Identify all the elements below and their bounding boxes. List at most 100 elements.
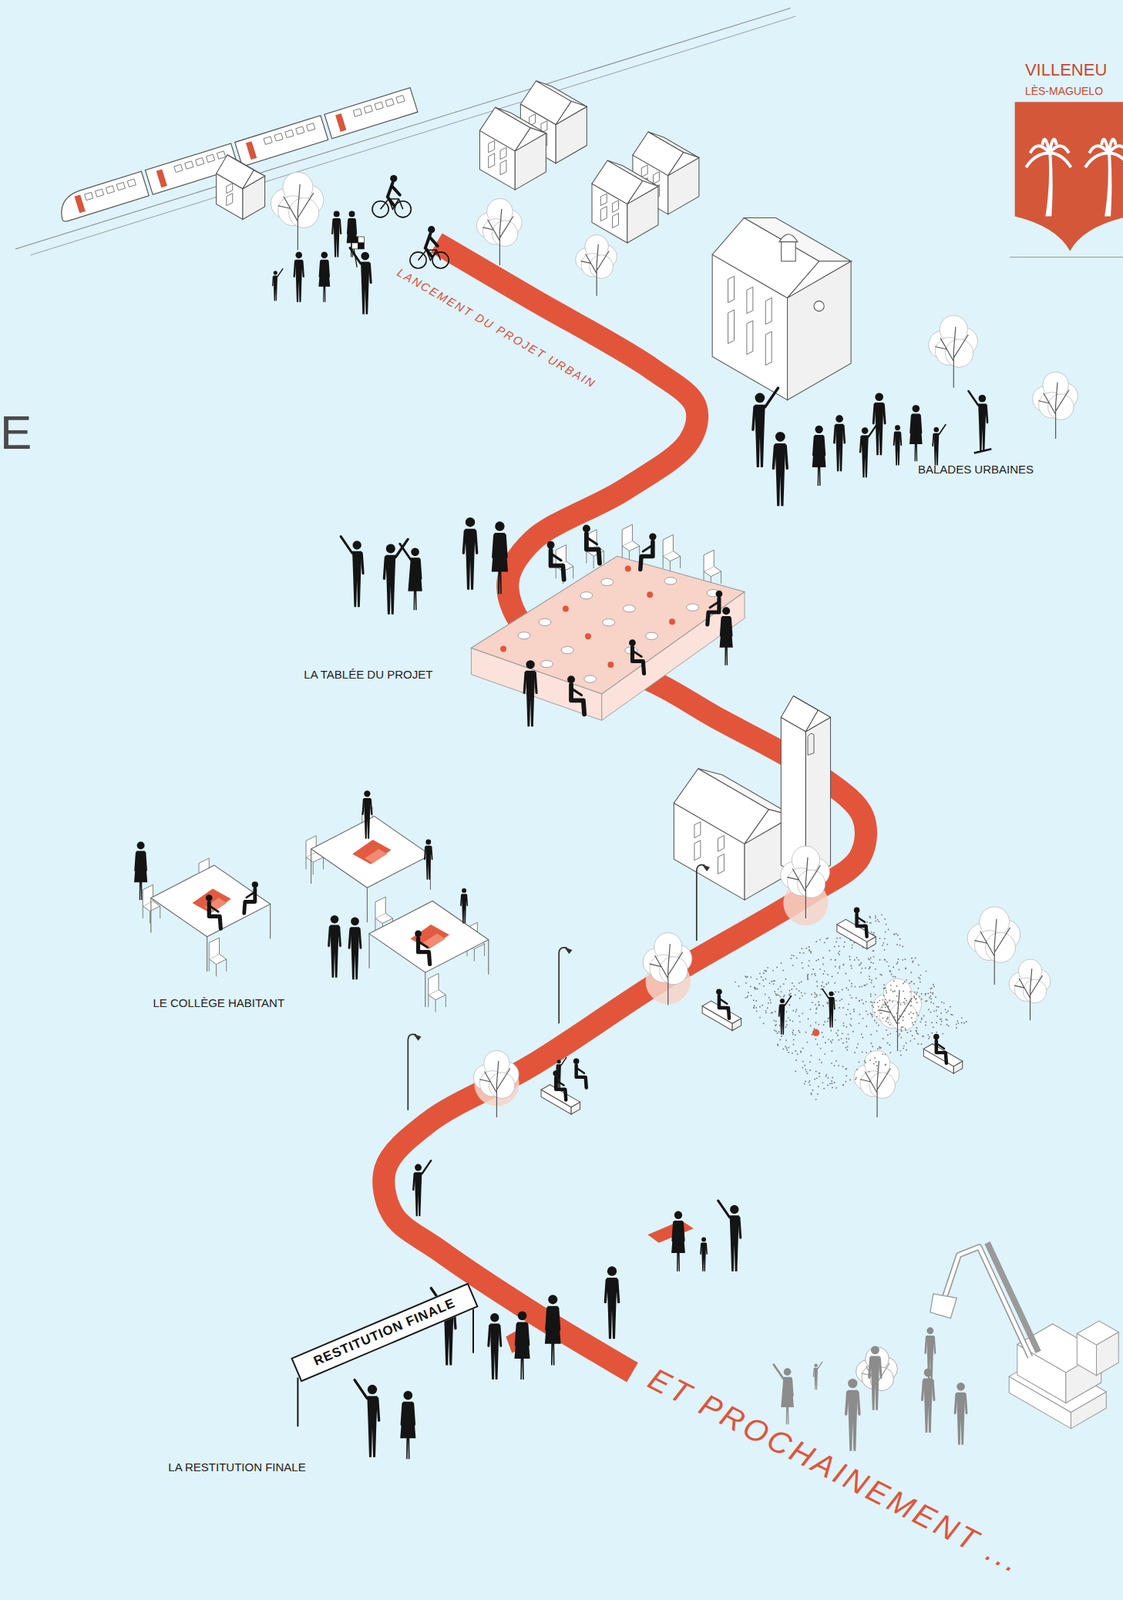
gravel-dot [876,1029,878,1032]
seated-person [582,524,600,564]
table-top [369,900,489,972]
gravel-dot [894,989,896,992]
person-arms [833,425,844,443]
person-arms [272,268,283,286]
gravel-dot [873,931,875,934]
gravel-dot [822,1035,824,1038]
person-body [352,551,362,607]
house [479,107,546,190]
gravel-dot [823,1020,826,1023]
person-head [648,532,656,540]
gravel-dot [822,956,824,959]
town-hall-clock [813,300,824,311]
gravel-dot [886,943,888,945]
gravel-dot [887,1033,889,1036]
person-head [783,1367,792,1376]
chair [586,529,604,569]
train-window [105,185,115,194]
tree-branches [1038,382,1070,439]
gravel-dot [825,937,828,939]
window [488,140,495,153]
gravel-dot [877,920,880,922]
gravel-dot [750,994,753,996]
gravel-dot [919,1021,922,1023]
person-silhouette [413,1159,431,1216]
gravel-dot [801,995,804,997]
person-arms [753,387,779,430]
gravel-dot [909,1039,912,1042]
person-head [674,1210,683,1219]
gravel-dot [933,985,935,987]
journey-path [383,242,867,1372]
gravel-dot [859,963,861,965]
plate [686,603,700,611]
gravel-dot [830,1029,832,1032]
gravel-dot [787,1045,790,1048]
gravel-dot [927,1037,930,1039]
person-arms [822,988,835,1009]
gravel-dot [867,958,870,960]
gravel-dot [811,1001,814,1003]
train-window [216,151,226,159]
gravel-dot [840,998,843,1000]
gravel-dot [844,972,847,975]
person-head [716,988,723,995]
gravel-dot [818,1075,821,1077]
gravel-dot [897,1022,900,1024]
lamp-head [701,864,710,871]
gravel-dot [809,1069,811,1071]
gravel-dot [921,1042,923,1045]
seated-person [414,929,430,964]
gravel-dot [889,1051,892,1053]
person-silhouette [332,211,341,258]
chair [622,524,639,563]
person-head [828,991,834,996]
person-silhouette [340,536,364,608]
gravel-dot [882,941,885,944]
gravel-dot [870,1033,872,1036]
person-silhouette [909,404,923,461]
gravel-dot [842,1083,844,1086]
gravel-dot [871,1045,874,1047]
gravel-dot [837,1038,840,1041]
person-body [909,413,923,462]
gable [805,709,831,732]
flag-square [352,236,359,243]
gravel-dot [744,996,747,999]
gravel-dot [854,958,856,961]
gravel-dot [850,982,853,985]
gravel-dot [830,1062,833,1064]
gravel-dot [833,1081,836,1083]
train-car [324,87,418,139]
gravel-dot [875,1060,878,1063]
gravel-dot [799,951,801,954]
person-silhouette [329,914,341,978]
person-body [208,901,221,928]
person-head [628,638,636,646]
gravel-dot [843,1022,845,1024]
train-door [335,113,347,132]
gravel-dot [842,1042,844,1044]
gravel-dot [858,999,861,1002]
checkered-flag [352,236,365,268]
roof [698,768,794,816]
gravel-dot [901,1025,904,1028]
gravel-dot [759,982,761,985]
gravel-dot [917,976,920,979]
gravel-dot [850,1017,853,1019]
roof [648,131,700,158]
gravel-dot [826,983,828,986]
person-arms [720,617,732,636]
gravel-dot [830,1049,833,1052]
gravel-dot [814,974,817,976]
gravel-dot [904,967,907,969]
gravel-dot [902,1047,905,1050]
gravel-dot [910,1011,912,1013]
table-settings [500,565,720,683]
gravel-dot [836,937,838,939]
gravel-dot [817,958,820,961]
gravel-dot [837,991,840,993]
person-head [933,1033,940,1040]
gravel-dot [919,977,922,979]
gravel-dot [823,941,826,943]
